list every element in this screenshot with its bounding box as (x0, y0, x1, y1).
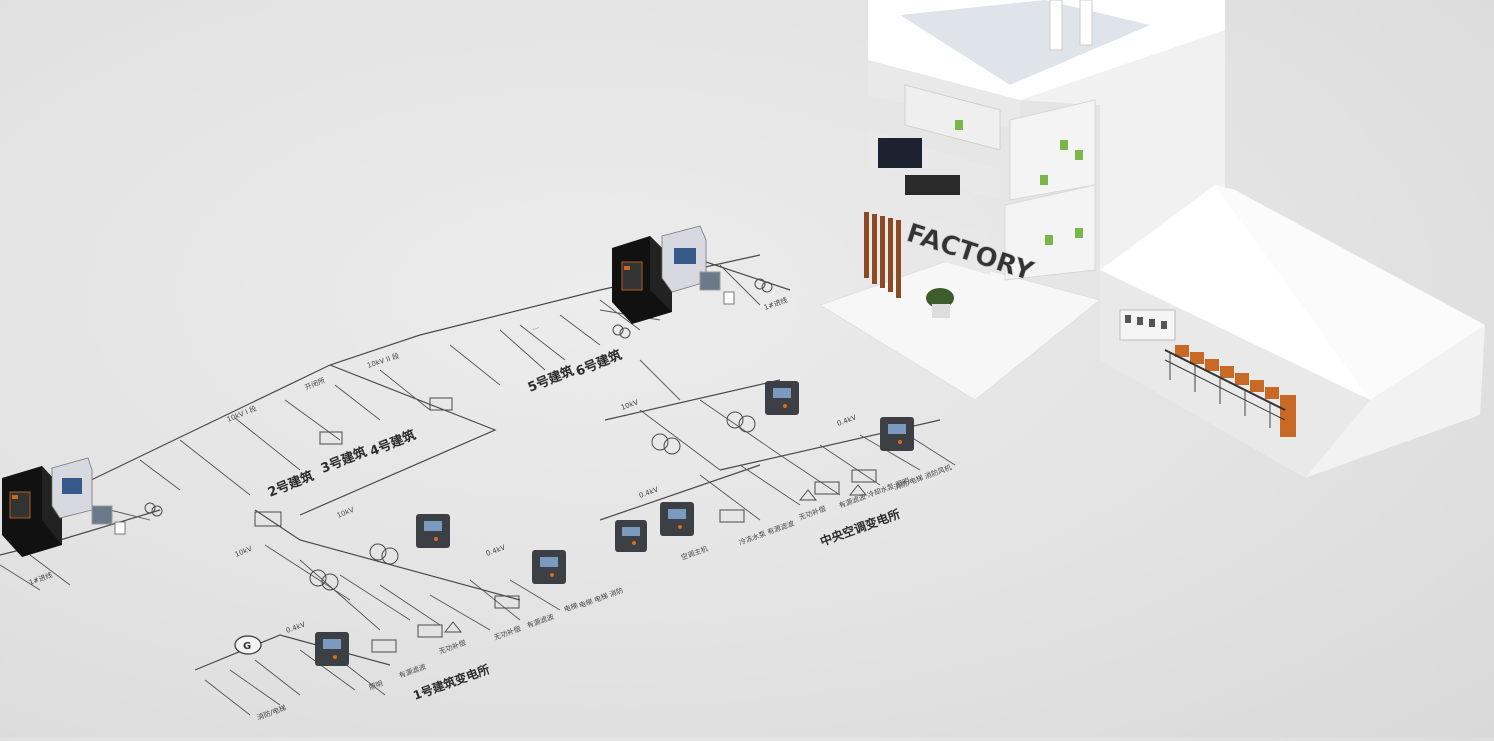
left-switchgear (2, 457, 126, 557)
bus-04kv-1-label: 0.4kV (485, 543, 507, 557)
bus-10kv-2-label: 10kV II 段 (366, 351, 400, 370)
network-wires (0, 254, 956, 716)
feeder-label-9: 空调主机 (680, 544, 709, 562)
factory-building: FACTORY (818, 0, 1485, 478)
feeder-label-3: 无功补偿 (438, 638, 467, 656)
feeder-label-7: 电梯 电梯 消防 (578, 586, 625, 610)
feeder-label-11: 无功补偿 (798, 504, 827, 522)
feeder-label-1: 照明 (368, 680, 384, 692)
building-4-label: 4号建筑 (368, 427, 419, 460)
feeder-label-8: 消防/电梯 (256, 703, 288, 722)
bus-04kv-3-label: 0.4kV (638, 485, 660, 499)
feeder-label-6: 有源滤波 (526, 612, 555, 630)
building-3-label: 3号建筑 (319, 444, 370, 477)
power-meters (315, 381, 914, 666)
incoming-right-label: 1#进线 (763, 295, 789, 312)
bus-10kv-bottom2-label: 10kV (336, 506, 356, 520)
bus-10kv-bottom-label: 10kV (234, 545, 254, 559)
ellipsis-label: ... (531, 322, 540, 332)
bus-04kv-2-label: 0.4kV (285, 620, 307, 634)
bus-10kv-1-label: 10kV I 段 (225, 404, 257, 424)
feeder-label-4: 电梯 (563, 601, 579, 614)
building-5-label: 5号建筑 (526, 363, 577, 396)
generator: G (234, 635, 262, 655)
feeder-label-5: 无功补偿 (493, 624, 522, 642)
bus-10kv-right-label: 10kV (620, 398, 640, 412)
building-6-label: 6号建筑 (574, 347, 625, 380)
diagram-labels: 10kV I 段 开闭所 10kV II 段 ... 10kV 10kV 10k… (28, 295, 953, 722)
generator-symbol: G (243, 641, 251, 652)
building-2-label: 2号建筑 (266, 468, 317, 501)
top-switchgear (612, 225, 735, 324)
switch-symbols (144, 278, 877, 653)
feeder-label-10: 冷冻水泵 有源滤波 (738, 519, 796, 547)
feeder-label-2: 有源滤波 (398, 662, 427, 680)
feeder-label-13: 消防/电梯 消防风机 (893, 463, 953, 492)
hvac-substation-label: 中央空调变电所 (818, 506, 902, 549)
incoming-left-label: 1#进线 (28, 570, 54, 587)
link-cabinet-label: 开闭所 (303, 376, 326, 392)
bus-04kv-4-label: 0.4kV (836, 413, 858, 427)
